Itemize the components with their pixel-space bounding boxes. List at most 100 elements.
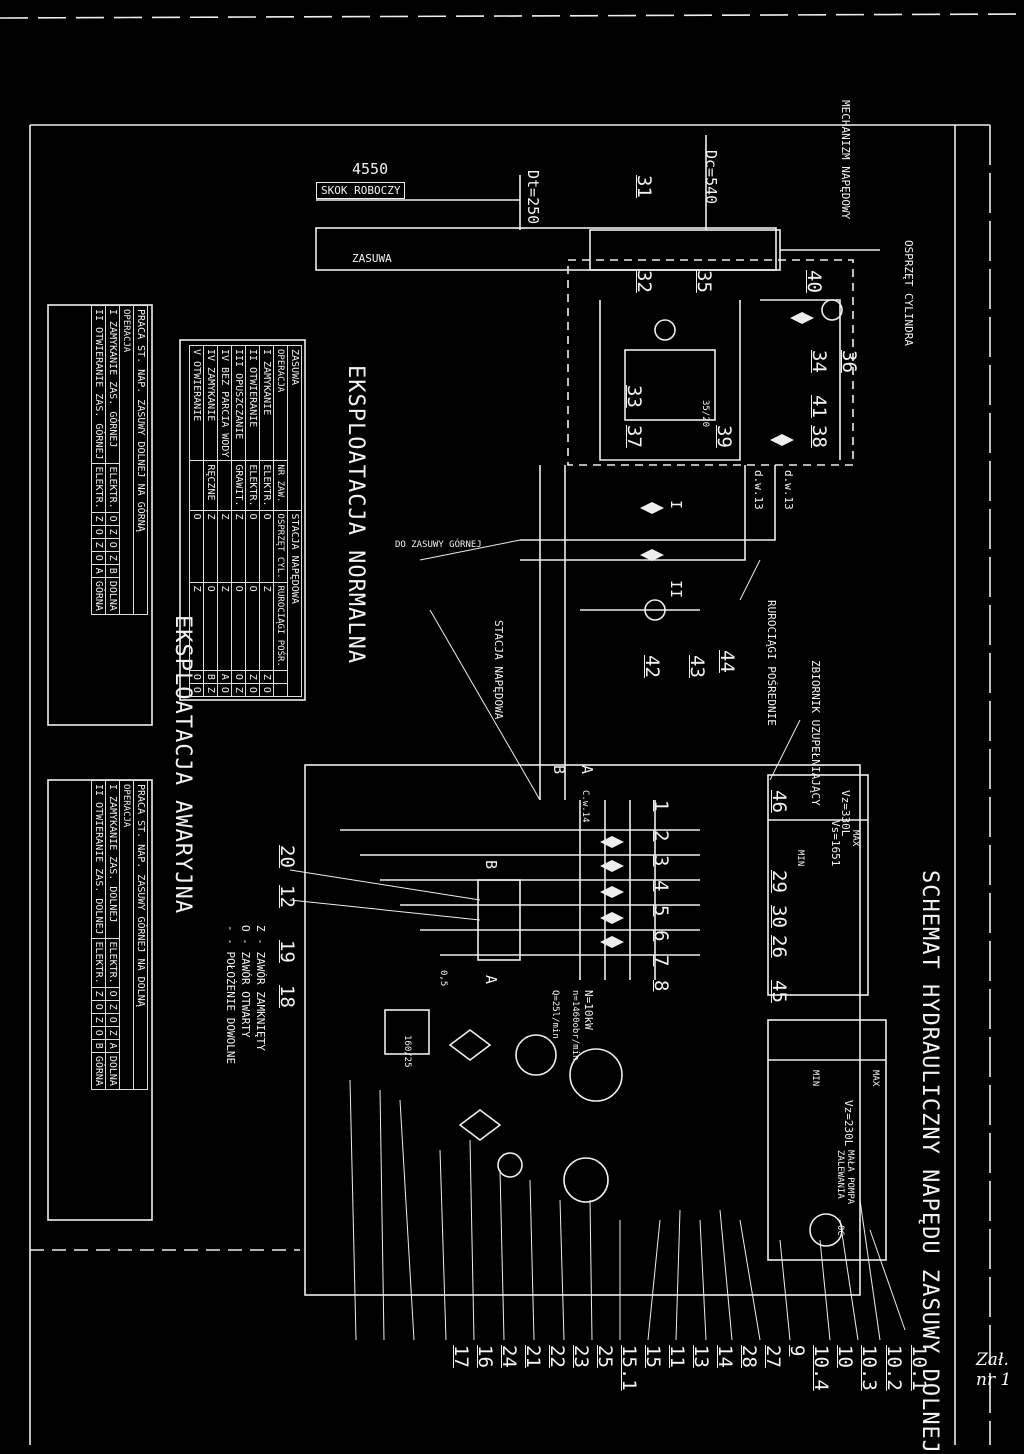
component-number: 10.3	[858, 1345, 880, 1391]
valve-33: 33	[623, 385, 645, 408]
component-number: 24	[498, 1345, 520, 1368]
upper-gate-table: PRACA ST. NAP. ZASUWY DOLNEJ NA GÓRNĄ OP…	[91, 305, 148, 615]
valve-1: 1	[650, 800, 672, 812]
upper-cell: A	[91, 564, 106, 578]
pump-motor	[569, 1048, 623, 1102]
component-number: 10.4	[810, 1345, 832, 1391]
valve-7: 7	[650, 955, 672, 967]
valve-3: 3	[650, 855, 672, 867]
component-number: 11	[666, 1345, 688, 1368]
component-number: 15.1	[618, 1345, 640, 1391]
lower-cell: B	[91, 1039, 106, 1053]
valve-44: 44	[716, 650, 738, 673]
normal-cell: O	[231, 582, 246, 671]
gate-rect	[315, 227, 777, 271]
normal-cell: IV ZAMYKANIE	[203, 345, 218, 461]
gate-label: ZASUWA	[352, 252, 392, 265]
valve-32: 32	[633, 270, 655, 293]
component-number: 28	[738, 1345, 760, 1368]
gauge-43	[644, 599, 666, 621]
min-1: MIN	[795, 850, 805, 867]
refill-tank-label: ZBIORNIK UZUPEŁNIAJĄCY	[809, 660, 822, 806]
component-number: 23	[570, 1345, 592, 1368]
pressure-160: 160/25	[402, 1035, 412, 1068]
stroke-label: SKOK ROBOCZY	[316, 182, 406, 199]
small-pump-label: MAŁA POMPA	[845, 1150, 855, 1205]
legend-o: O - ZAWÓR OTWARTY	[239, 925, 252, 1038]
valve-31: 31	[633, 175, 655, 198]
valve-45: 45	[768, 980, 790, 1003]
valve-26: 26	[768, 935, 790, 958]
valve-40: 40	[803, 270, 825, 293]
component-number: 17	[450, 1345, 472, 1368]
upper-cell: O	[91, 525, 106, 539]
valve-35: 35	[693, 270, 715, 293]
upper-cell: Z	[105, 525, 120, 539]
component-number: 27	[762, 1345, 784, 1368]
motor-power: N=10kW	[582, 990, 595, 1030]
normal-cell: Z	[189, 582, 204, 671]
lower-cell: I ZAMYKANIE ZAS. DOLNEJ	[105, 780, 120, 939]
normal-cell: III OPUSZCZANIE	[231, 345, 246, 461]
upper-cell: Z	[105, 551, 120, 565]
upper-cell: O	[105, 538, 120, 552]
normal-cell: Z	[203, 510, 218, 583]
dw-label-1: d.w.13	[782, 470, 795, 510]
component-number: 21	[522, 1345, 544, 1368]
port-b: B	[550, 765, 568, 775]
gauge-small	[497, 1152, 523, 1178]
fittings-pipe-2	[760, 299, 841, 460]
component-number: 22	[546, 1345, 568, 1368]
normal-cell: A	[217, 670, 232, 684]
normal-cell: O	[217, 683, 232, 697]
valve-12: 12	[276, 885, 298, 908]
normal-cell: Z	[245, 670, 260, 684]
dt-label: Dt=250	[524, 170, 542, 225]
cylinder-fittings-box	[567, 259, 854, 466]
component-number: 9	[786, 1345, 808, 1357]
lower-header: PRACA ST. NAP. ZASUWY GÓRNEJ NA DOLNĄ	[133, 780, 148, 1090]
upper-cell: O	[91, 551, 106, 565]
normal-cell: V OTWIERANIE	[189, 345, 204, 461]
component-number: 25	[594, 1345, 616, 1368]
legend-z: Z - ZAWÓR ZAMKNIĘTY	[254, 925, 267, 1051]
upper-header: PRACA ST. NAP. ZASUWY DOLNEJ NA GÓRNĄ	[133, 305, 148, 615]
motor-rpm: n=1460obr/min	[570, 990, 580, 1061]
valve-symbols	[600, 312, 814, 948]
normal-col-pipes: RUROCIĄGI POŚR.	[273, 582, 288, 671]
normal-cell: B	[203, 670, 218, 684]
upper-cell: ELEKTR.	[105, 463, 120, 513]
normal-cell: O	[231, 670, 246, 684]
fittings-pipe	[599, 300, 741, 461]
lower-cell: O	[105, 987, 120, 1001]
normal-col-drive: NR ZAW.	[273, 460, 288, 511]
lower-cell: GÓRNA	[91, 1052, 106, 1090]
upper-cell: I ZAMYKANIE ZAS. GÓRNEJ	[105, 305, 120, 464]
valve-43: 43	[686, 655, 708, 678]
normal-cell: Z	[259, 670, 274, 684]
upper-table-frame	[47, 304, 153, 726]
valve-34: 34	[808, 350, 830, 373]
attachment-label: Zał. nr 1	[976, 1350, 1012, 1390]
valve-29: 29	[768, 870, 790, 893]
upper-cell: Z	[91, 538, 106, 552]
normal-cell: GRAWIT.	[231, 460, 246, 511]
normal-header-gate: ZASUWA	[287, 345, 302, 511]
lower-cell: Z	[91, 1013, 106, 1027]
normal-col-fit: OSPRZĘT CYL.	[273, 510, 288, 583]
legend: Z - ZAWÓR ZAMKNIĘTY O - ZAWÓR OTWARTY - …	[223, 925, 268, 1064]
value-05: 0,5	[438, 970, 448, 987]
gauge-40	[821, 299, 843, 321]
legend-dash: - - POŁOŻENIE DOWOLNE	[224, 925, 237, 1065]
lower-cell: Z	[105, 1000, 120, 1014]
valve-38: 38	[808, 425, 830, 448]
flow-rate: Q=25l/min	[550, 990, 560, 1039]
lower-cell: A	[105, 1039, 120, 1053]
